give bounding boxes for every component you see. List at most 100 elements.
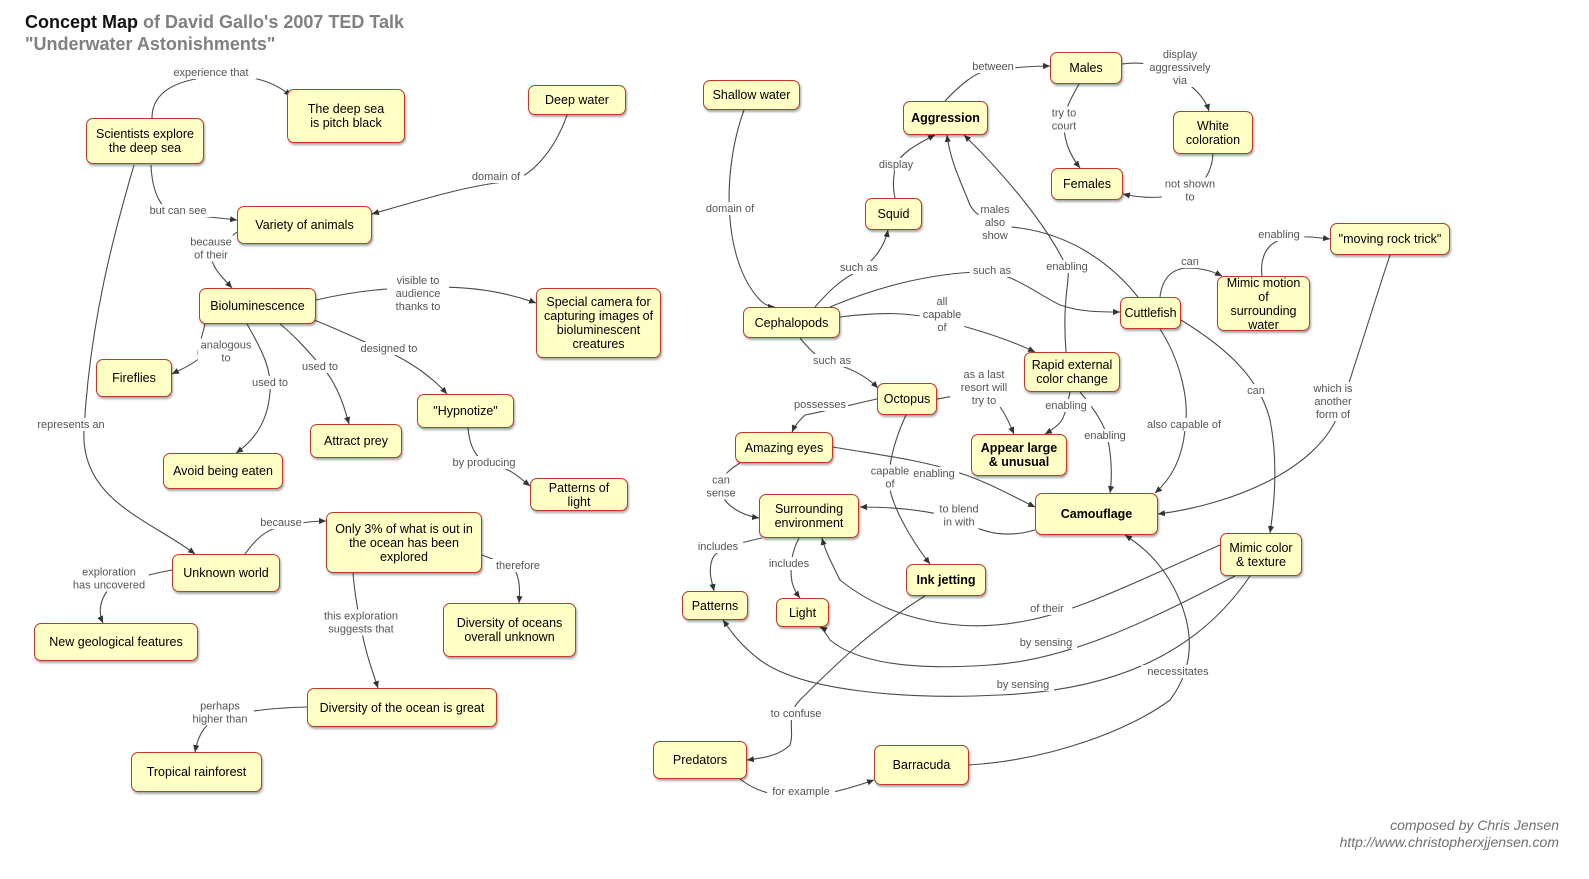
svg-text:experience that: experience that <box>173 67 248 79</box>
link-label-used-to-1: used to <box>247 376 293 389</box>
node-appear[interactable]: Appear large & unusual <box>971 434 1067 476</box>
node-variety[interactable]: Variety of animals <box>237 206 372 244</box>
node-only3[interactable]: Only 3% of what is out in the ocean has … <box>326 512 482 573</box>
node-hypnotize[interactable]: "Hypnotize" <box>417 394 514 428</box>
link-line <box>279 323 351 425</box>
svg-text:to: to <box>221 353 230 365</box>
svg-text:enabling: enabling <box>1045 400 1087 412</box>
node-camera[interactable]: Special camera for capturing images of b… <box>536 288 661 358</box>
node-camouflage[interactable]: Camouflage <box>1035 493 1158 535</box>
node-rainforest[interactable]: Tropical rainforest <box>131 752 262 792</box>
link-label-domain-of-1: domain of <box>467 170 525 183</box>
svg-text:audience: audience <box>396 288 441 300</box>
svg-text:for example: for example <box>772 786 829 798</box>
svg-text:as a last: as a last <box>964 369 1005 381</box>
node-shallow[interactable]: Shallow water <box>703 80 800 110</box>
node-cephalopods[interactable]: Cephalopods <box>743 307 840 338</box>
link-label-can-2: can <box>1245 384 1267 397</box>
link-line <box>728 109 776 311</box>
node-cuttlefish[interactable]: Cuttlefish <box>1120 297 1181 329</box>
svg-text:enabling: enabling <box>1046 261 1088 273</box>
node-attract[interactable]: Attract prey <box>310 424 402 458</box>
node-eyes[interactable]: Amazing eyes <box>735 432 833 463</box>
title-block: Concept Map of David Gallo's 2007 TED Ta… <box>25 12 404 55</box>
credit-author: composed by Chris Jensen <box>1390 817 1559 833</box>
node-mimic-color[interactable]: Mimic color & texture <box>1220 533 1302 576</box>
link-label-display: display <box>873 158 919 171</box>
svg-text:can: can <box>712 475 730 487</box>
svg-text:aggressively: aggressively <box>1149 62 1211 74</box>
svg-text:necessitates: necessitates <box>1147 666 1209 678</box>
node-barracuda[interactable]: Barracuda <box>874 745 969 785</box>
svg-text:thanks to: thanks to <box>396 301 441 313</box>
link-label-includes-2: includes <box>763 557 815 570</box>
node-octopus[interactable]: Octopus <box>877 383 937 415</box>
svg-text:such as: such as <box>840 262 878 274</box>
link-label-enabling-5: enabling <box>908 467 960 480</box>
link-line <box>968 534 1190 766</box>
svg-text:such as: such as <box>813 355 851 367</box>
svg-text:try to: try to <box>1052 108 1076 120</box>
link-label-also-capable: also capable of <box>1138 418 1230 431</box>
link-label-experience-that: experience that <box>165 66 257 79</box>
node-deepsea-black[interactable]: The deep sea is pitch black <box>287 89 405 143</box>
link-line <box>722 575 1251 697</box>
link-label-enabling-3: enabling <box>1040 399 1092 412</box>
link-label-of-their: of their <box>1021 602 1073 615</box>
svg-text:enabling: enabling <box>1084 430 1126 442</box>
svg-text:of: of <box>937 322 947 334</box>
svg-text:enabling: enabling <box>1258 229 1300 241</box>
node-diversity-great[interactable]: Diversity of the ocean is great <box>307 688 497 727</box>
node-surrounding[interactable]: Surrounding environment <box>759 494 859 538</box>
node-fireflies[interactable]: Fireflies <box>96 359 172 397</box>
node-light[interactable]: Light <box>776 598 829 627</box>
node-aggression[interactable]: Aggression <box>903 101 988 135</box>
link-label-can-1: can <box>1179 255 1201 268</box>
node-geological[interactable]: New geological features <box>34 623 198 661</box>
node-ink[interactable]: Ink jetting <box>906 564 986 596</box>
node-rapid[interactable]: Rapid external color change <box>1024 352 1120 392</box>
node-females[interactable]: Females <box>1051 168 1123 200</box>
credit-url[interactable]: http://www.christopherxjjensen.com <box>1339 834 1559 850</box>
svg-text:another: another <box>1314 396 1352 408</box>
node-unknown[interactable]: Unknown world <box>172 554 280 592</box>
node-predators[interactable]: Predators <box>653 741 747 779</box>
svg-text:domain of: domain of <box>472 171 521 183</box>
svg-text:this exploration: this exploration <box>324 611 398 623</box>
link-label-by-sensing-2: by sensing <box>992 678 1054 691</box>
title-main: Concept Map <box>25 12 139 32</box>
svg-text:analogous: analogous <box>201 340 252 352</box>
svg-text:which is: which is <box>1312 383 1353 395</box>
svg-text:but can see: but can see <box>150 205 207 217</box>
link-line <box>790 537 801 599</box>
link-line <box>791 398 878 433</box>
node-diversity-unknown[interactable]: Diversity of oceans overall unknown <box>443 603 576 657</box>
link-label-enabling-4: enabling <box>1079 429 1131 442</box>
node-males[interactable]: Males <box>1050 52 1122 84</box>
node-mimic-motion[interactable]: Mimic motion of surrounding water <box>1217 276 1310 332</box>
node-deep-water[interactable]: Deep water <box>528 85 626 115</box>
svg-text:to confuse: to confuse <box>771 708 822 720</box>
node-scientists[interactable]: Scientists explore the deep sea <box>86 118 204 164</box>
node-avoid[interactable]: Avoid being eaten <box>163 453 283 489</box>
svg-text:between: between <box>972 61 1014 73</box>
node-squid[interactable]: Squid <box>865 198 922 230</box>
node-patterns-light[interactable]: Patterns of light <box>530 478 628 511</box>
node-moving-rock[interactable]: "moving rock trick" <box>1330 223 1450 255</box>
svg-text:designed to: designed to <box>361 343 418 355</box>
node-white[interactable]: White coloration <box>1173 111 1253 154</box>
link-line <box>888 414 931 565</box>
link-line <box>151 75 292 119</box>
link-label-between: between <box>970 60 1016 73</box>
node-patterns[interactable]: Patterns <box>682 591 748 620</box>
node-biolum[interactable]: Bioluminescence <box>199 288 316 324</box>
svg-text:form of: form of <box>1316 409 1351 421</box>
